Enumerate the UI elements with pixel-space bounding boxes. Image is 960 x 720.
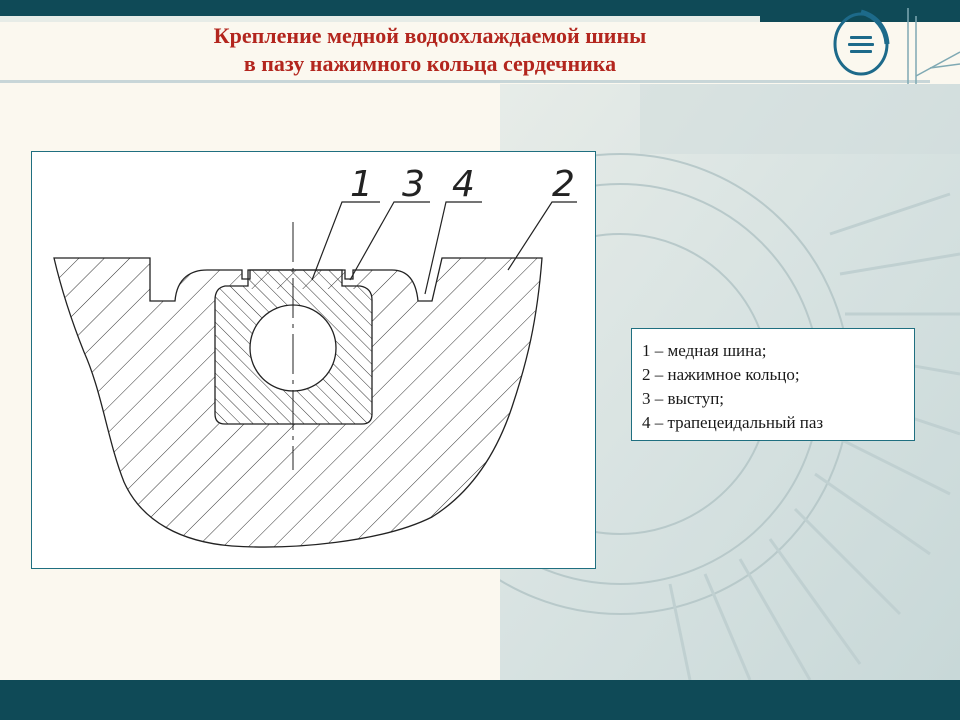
bottom-band: [0, 680, 960, 720]
callout-1: 1: [350, 164, 373, 205]
drawing-frame: 1 3 4 2: [31, 151, 596, 569]
callout-4: 4: [452, 164, 475, 205]
corner-lines: [907, 8, 960, 84]
header-divider: [0, 80, 930, 83]
slide-title: Крепление медной водоохлаждаемой шины в …: [100, 22, 760, 78]
cross-section-drawing: 1 3 4 2: [53, 164, 577, 548]
callout-3: 3: [402, 164, 425, 205]
legend-box: 1 – медная шина; 2 – нажимное кольцо; 3 …: [631, 328, 915, 441]
callout-leaders: [311, 201, 577, 295]
legend-item: 4 – трапецеидальный паз: [642, 413, 824, 432]
company-logo-icon: [833, 9, 890, 76]
legend-item: 3 – выступ;: [642, 389, 725, 408]
slide-header: [0, 22, 960, 84]
title-line-1: Крепление медной водоохлаждаемой шины: [213, 23, 647, 48]
callout-2: 2: [552, 164, 575, 205]
legend-item: 1 – медная шина;: [642, 341, 767, 360]
top-light-strip: [0, 16, 760, 22]
title-line-2: в пазу нажимного кольца сердечника: [243, 51, 617, 76]
legend-item: 2 – нажимное кольцо;: [642, 365, 800, 384]
